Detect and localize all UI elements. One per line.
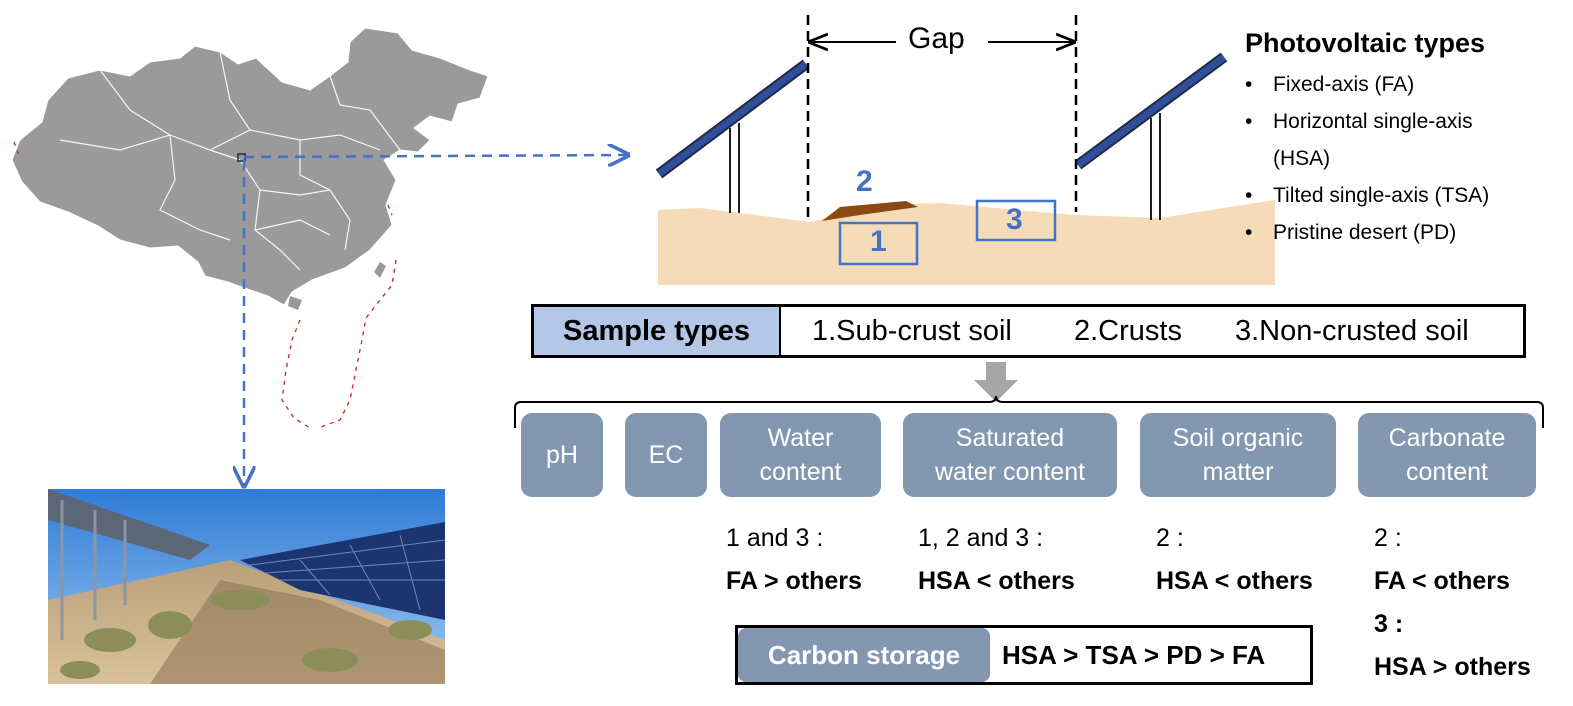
map-to-diagram-arrow [243, 155, 628, 157]
sample-type-item: 3.Non-crusted soil [1235, 314, 1469, 347]
sample-types-title: Sample types [534, 307, 781, 355]
sample-box-3 [975, 199, 1057, 242]
result-carbonate: 2 : FA < others 3 : HSA > others [1374, 524, 1531, 681]
right-pv-panel [1074, 52, 1228, 220]
pv-types-title: Photovoltaic types [1245, 28, 1486, 58]
result-soil-organic-matter: 2 : HSA < others [1156, 524, 1313, 595]
result-saturated-water: 1, 2 and 3 : HSA < others [918, 524, 1075, 595]
down-arrow [974, 362, 1018, 402]
carbon-storage-label: Carbon storage [738, 628, 990, 682]
left-pv-panel [655, 59, 810, 213]
sample-types-bar: Sample types 1.Sub-crust soil 2.Crusts 3… [531, 304, 1526, 358]
parameter-box-ph: pH [521, 413, 603, 497]
sample-type-item: 2.Crusts [1074, 314, 1182, 347]
carbon-storage-value: HSA > TSA > PD > FA [1002, 639, 1266, 670]
sample-number-2: 2 [856, 165, 873, 198]
sample-number-3: 3 [1006, 203, 1023, 236]
parameter-box-ec: EC [625, 413, 707, 497]
parameter-brace [514, 395, 1544, 428]
field-photo [48, 489, 446, 684]
sample-type-item: 1.Sub-crust soil [812, 314, 1012, 347]
crust-shape [822, 201, 918, 221]
pv-type-item: •Tilted single-axis (TSA) [1245, 184, 1490, 207]
sample-number-1: 1 [870, 225, 887, 258]
pv-types-list: •Fixed-axis (FA) •Horizontal single-axis… [1245, 66, 1565, 251]
pv-type-item: •Fixed-axis (FA) [1245, 73, 1415, 96]
sample-box-1 [838, 221, 919, 266]
carbon-storage-box: Carbon storage HSA > TSA > PD > FA [735, 625, 1313, 685]
result-water-content: 1 and 3 : FA > others [726, 524, 862, 595]
pv-type-item: •Pristine desert (PD) [1245, 221, 1457, 244]
pv-type-item: •Horizontal single-axis(HSA) [1245, 110, 1473, 170]
china-map [11, 27, 489, 429]
pv-cross-section [655, 15, 1275, 285]
gap-label: Gap [908, 22, 965, 55]
